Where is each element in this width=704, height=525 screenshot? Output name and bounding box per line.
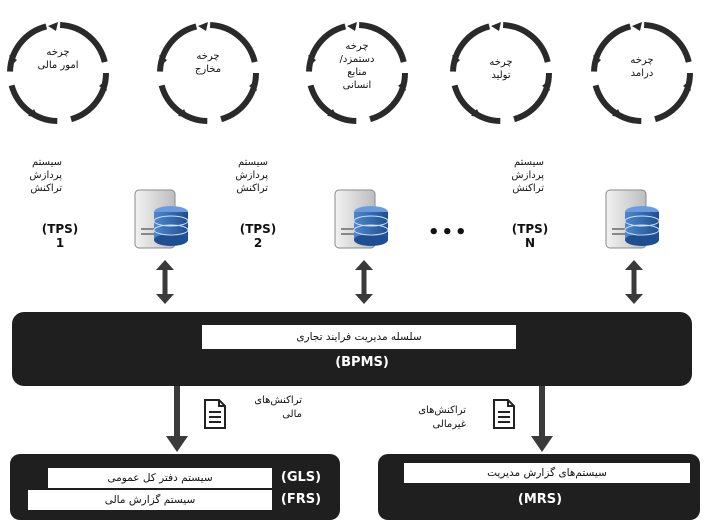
- cycle-arrow-icon: [7, 22, 693, 124]
- tps-1-label: سیستم پردازش تراکنش: [16, 156, 62, 195]
- cycle-subtitle: تولید: [491, 70, 511, 81]
- tps-line: تراکنش: [512, 183, 544, 194]
- mrs-label: سیستم‌های گزارش مدیریت: [404, 463, 690, 483]
- tps-line: پردازش: [511, 170, 544, 181]
- flow-line: غیرمالی: [432, 419, 466, 430]
- tps-n-label: سیستم پردازش تراکنش: [498, 156, 544, 195]
- cycle-expenditure: چرخه مخارج: [178, 50, 238, 76]
- bpms-abbr: (BPMS): [335, 355, 389, 370]
- mrs-abbr: (MRS): [517, 492, 563, 507]
- cycle-title: چرخه: [46, 47, 70, 58]
- cycle-subtitle: دستمزد/: [339, 54, 375, 65]
- tps-number: N: [524, 236, 536, 250]
- tps-line: تراکنش: [30, 183, 62, 194]
- tps-n-id: (TPS) N: [500, 222, 560, 250]
- tps-number: 1: [55, 236, 65, 250]
- tps-abbr: (TPS): [239, 222, 277, 236]
- tps-abbr: (TPS): [511, 222, 549, 236]
- cycle-revenue: چرخه درامد: [612, 54, 672, 80]
- cycle-title: چرخه: [345, 41, 369, 52]
- cycle-subtitle-3: انسانی: [342, 80, 372, 91]
- bpms-bar: [12, 312, 692, 386]
- tps-1-id: (TPS) 1: [30, 222, 90, 250]
- financial-transactions-label: تراکنش‌های مالی: [238, 394, 302, 422]
- down-arrow-icon: [166, 386, 553, 452]
- tps-line: سیستم: [238, 157, 268, 168]
- cycle-title: چرخه: [630, 55, 654, 66]
- gls-label: سیستم دفتر کل عمومی: [48, 468, 272, 488]
- frs-abbr: (FRS): [280, 492, 322, 507]
- cycle-finance: چرخه امور مالی: [28, 46, 88, 72]
- gls-abbr: (GLS): [280, 470, 322, 485]
- frs-label: سیستم گزارش مالی: [28, 490, 272, 510]
- cycle-subtitle: مخارج: [194, 64, 222, 75]
- tps-line: تراکنش: [236, 183, 268, 194]
- flow-line: تراکنش‌های: [254, 395, 302, 406]
- flow-line: مالی: [282, 409, 302, 420]
- tps-line: سیستم: [32, 157, 62, 168]
- tps-2-id: (TPS) 2: [228, 222, 288, 250]
- cycle-subtitle: امور مالی: [37, 60, 79, 71]
- tps-line: پردازش: [29, 170, 62, 181]
- flow-line: تراکنش‌های: [418, 405, 466, 416]
- tps-2-label: سیستم پردازش تراکنش: [222, 156, 268, 195]
- cycle-subtitle: درامد: [630, 68, 654, 79]
- tps-line: سیستم: [514, 157, 544, 168]
- tps-line: پردازش: [235, 170, 268, 181]
- ellipsis: •••: [428, 222, 469, 243]
- nonfinancial-transactions-label: تراکنش‌های غیرمالی: [402, 404, 466, 432]
- cycle-title: چرخه: [489, 57, 513, 68]
- bpms-label: سلسله مدیریت فرایند تجاری: [202, 325, 516, 349]
- server-database-icon: [134, 189, 660, 249]
- document-icon: [204, 399, 515, 429]
- cycle-production: چرخه تولید: [471, 56, 531, 82]
- cycle-payroll-hr: چرخه دستمزد/ منابع انسانی: [327, 40, 387, 92]
- tps-abbr: (TPS): [41, 222, 79, 236]
- cycle-subtitle-2: منابع: [347, 67, 367, 78]
- tps-number: 2: [253, 236, 263, 250]
- double-arrow-icon: [156, 260, 643, 304]
- cycle-title: چرخه: [196, 51, 220, 62]
